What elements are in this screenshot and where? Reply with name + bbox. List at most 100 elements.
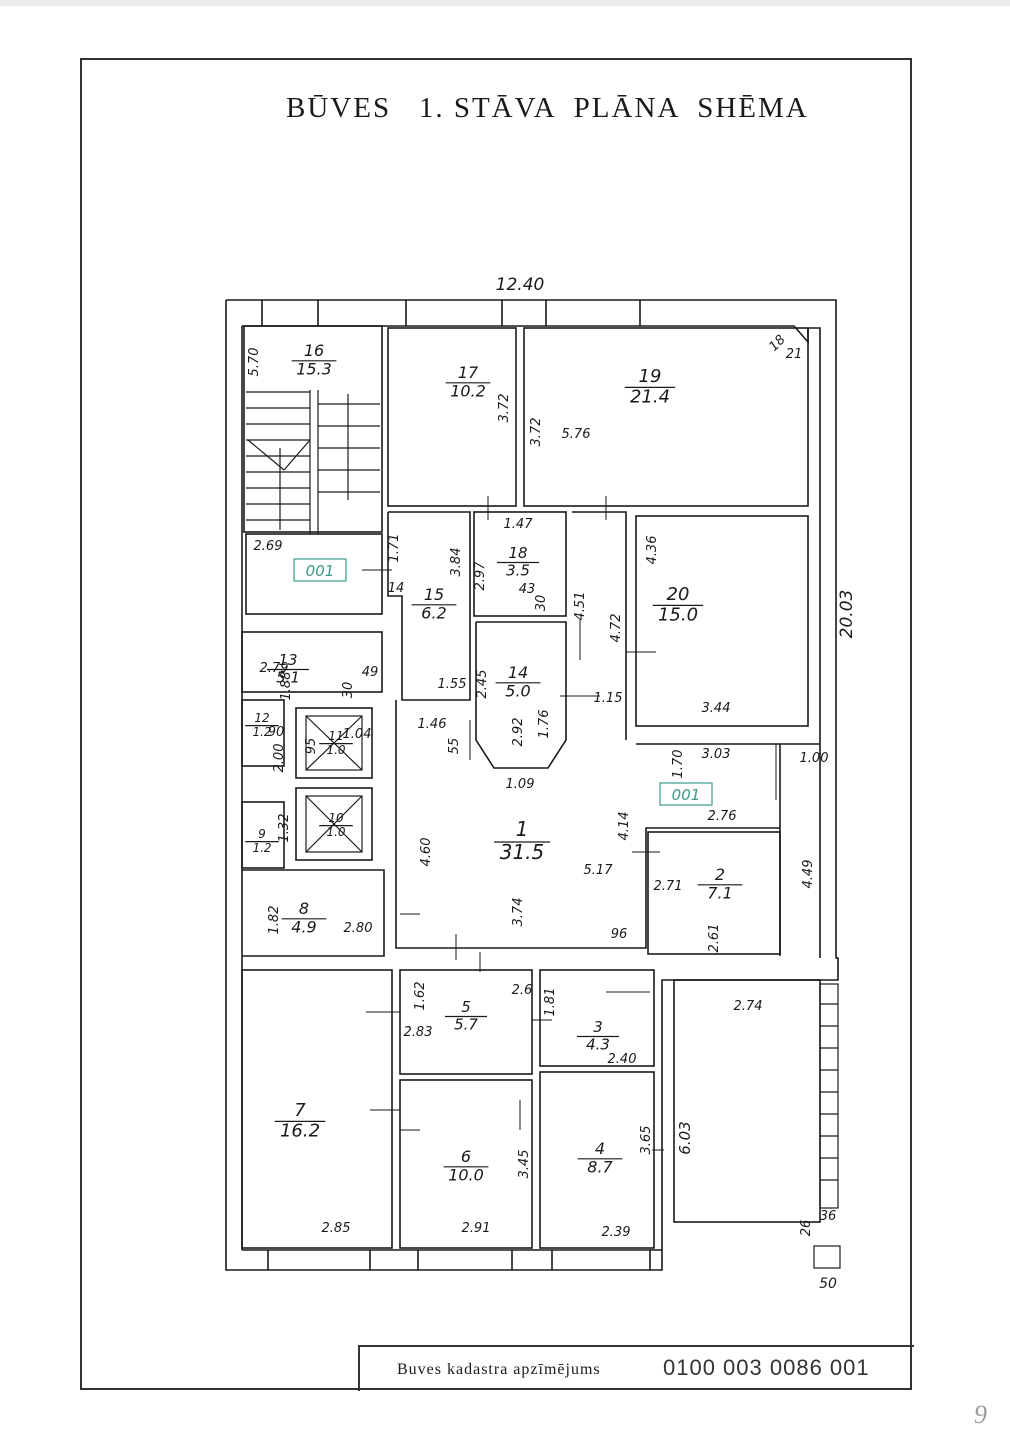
room-5-area: 5.7 (454, 1015, 478, 1033)
staircase (246, 390, 380, 534)
room-8-area: 4.9 (291, 917, 316, 936)
cadastral-code: 0100 003 0086 001 (663, 1355, 870, 1380)
room-13-walls (241, 631, 383, 693)
dimension-label: 4.49 (801, 860, 816, 889)
building-group-box (293, 558, 347, 582)
corridor-walls (572, 511, 627, 740)
room-14-number: 14 (508, 663, 528, 682)
drawing-frame (80, 58, 912, 1390)
dimension-label: 4.72 (609, 614, 624, 643)
dimension-label: 2.92 (511, 718, 526, 747)
dimension-label: 2.40 (608, 1052, 637, 1067)
room-6-number: 6 (461, 1147, 471, 1166)
dimension-label: 2.69 (254, 539, 283, 554)
room-7-number: 7 (294, 1100, 306, 1121)
dimension-label: 5.76 (562, 427, 591, 442)
step-width-dim: 50 (819, 1276, 837, 1292)
measurement-ticks (362, 496, 777, 1151)
dimension-label: 1.04 (343, 727, 372, 742)
dimension-label: 3.03 (702, 747, 731, 762)
yard-walls (673, 979, 821, 1223)
room-4-area: 8.7 (587, 1157, 613, 1176)
dimension-label: 2.76 (708, 809, 737, 824)
dimension-label: 1.82 (267, 906, 282, 935)
room-5-number: 5 (461, 998, 471, 1016)
room-18-walls (473, 511, 567, 617)
dimension-label: 1.46 (418, 717, 447, 732)
dimension-label: 1.71 (387, 534, 402, 563)
dimension-label: 4.36 (645, 536, 660, 565)
room-2-number: 2 (715, 865, 725, 884)
room-19-number: 19 (639, 366, 662, 387)
room-17-number: 17 (458, 363, 479, 382)
room-17-walls (387, 327, 517, 507)
dimension-label: 1.81 (543, 988, 558, 1017)
page-title: BŪVES 1. STĀVA PLĀNA SHĒMA (286, 92, 809, 124)
room-14-walls (475, 621, 567, 769)
dimension-label: 2.74 (734, 999, 763, 1014)
dimension-label: 4.14 (617, 812, 632, 841)
room-20-walls (635, 515, 809, 727)
room-7-walls (241, 969, 393, 1249)
room-10-walls (295, 787, 373, 861)
dimension-label: 2.45 (475, 670, 490, 699)
room-9-walls (241, 801, 285, 869)
dimension-label: 2.80 (344, 921, 373, 936)
dimension-label: 2.61 (707, 924, 722, 953)
room-12-walls (241, 699, 285, 767)
dimension-label: 4.51 (573, 592, 588, 621)
outer-wall (225, 299, 839, 1271)
dimension-label: 96 (611, 927, 628, 942)
room-5-walls (399, 969, 533, 1075)
top-band (0, 0, 1010, 6)
dimension-label: 1.15 (594, 691, 623, 706)
yard-height-dim: 6.03 (676, 1121, 694, 1154)
dimension-label: 3.44 (702, 701, 731, 716)
dimension-label: 36 (820, 1209, 837, 1224)
room-9-area: 1.2 (252, 841, 271, 855)
dimension-label: 3.65 (639, 1126, 654, 1155)
dimension-label: 4.60 (419, 838, 434, 867)
dimension-label: 1.00 (800, 751, 829, 766)
dimension-label: 2.71 (654, 879, 683, 894)
building-group-box (659, 782, 713, 806)
room-17-area: 10.2 (450, 381, 486, 400)
dimension-label: 2.83 (404, 1025, 433, 1040)
dimension-label: 2.6 (512, 983, 533, 998)
room-19-walls (523, 327, 809, 507)
dimension-label: 26 (799, 1220, 814, 1237)
room-20-number: 20 (667, 584, 690, 605)
room-15-walls (387, 511, 471, 701)
dimension-label: 30 (534, 595, 549, 612)
room-18-number: 18 (508, 544, 527, 562)
dimension-label: 55 (447, 738, 462, 755)
room-12-number: 12 (254, 711, 269, 725)
dimension-label: 5.17 (584, 863, 614, 878)
building-group-label: 001 (306, 562, 335, 580)
page-number: 9 (974, 1400, 987, 1429)
dimension-label: 1.55 (438, 677, 467, 692)
room-001-landing-walls (245, 533, 383, 615)
dimension-label: 30 (341, 682, 356, 699)
dimension-label: 49 (362, 665, 379, 680)
lift-shaft-10 (305, 795, 363, 853)
dimension-label: 43 (519, 582, 536, 597)
room-10-number: 10 (328, 811, 344, 825)
room-7-area: 16.2 (280, 1121, 320, 1142)
room-1-hall-walls (395, 700, 780, 949)
room-12-area: 1.2 (252, 725, 271, 739)
room-13-area: 5.1 (276, 668, 300, 686)
dimension-label: 1.62 (413, 982, 428, 1011)
room-20-area: 15.0 (658, 605, 698, 626)
room-2-area: 7.1 (707, 883, 732, 902)
room-10-area: 1.0 (326, 825, 345, 839)
dimension-label: 2.91 (462, 1221, 491, 1236)
dimension-label: 5.70 (247, 348, 262, 377)
room-11-walls (295, 707, 373, 779)
dimension-label: 1.88 (279, 672, 294, 701)
room-4-number: 4 (595, 1139, 605, 1158)
room-18-area: 3.5 (506, 561, 530, 579)
room-15-area: 6.2 (421, 603, 446, 622)
dimension-label: 1.70 (671, 750, 686, 779)
